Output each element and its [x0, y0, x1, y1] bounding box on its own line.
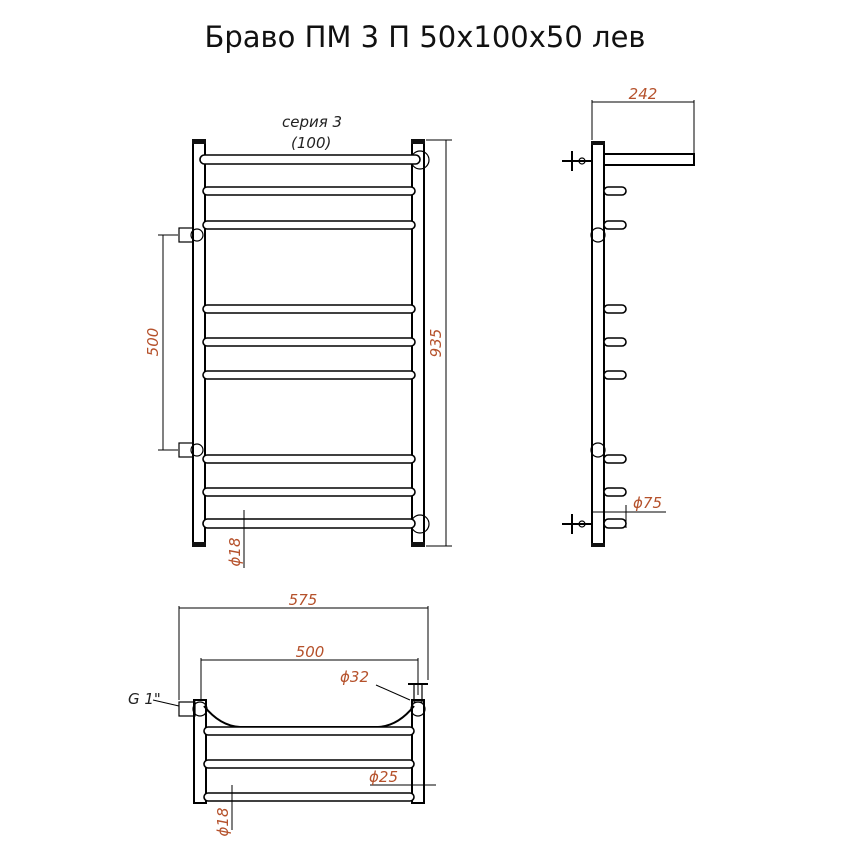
bar [202, 454, 416, 464]
side-post-cap-bottom [591, 543, 605, 547]
top-left-connector [178, 701, 196, 717]
connector-upper-ring [190, 228, 204, 242]
dim-phi18-front-label: ϕ18 [226, 538, 244, 567]
dim-post-diameter: ϕ32 [340, 668, 411, 701]
connector-lower [178, 442, 194, 458]
top-right-connector-ring [410, 701, 426, 717]
dim-overall-width: 575 [178, 591, 429, 700]
side-valve-top [562, 151, 592, 171]
series-label: серия 3 [282, 113, 342, 131]
left-post-cap-top [192, 139, 206, 144]
bar [202, 370, 416, 380]
dim-bar-diameter-front: ϕ18 [226, 510, 245, 568]
dim-phi32-label: ϕ32 [340, 668, 369, 686]
right-post-cap-top [411, 139, 425, 144]
thread-label: G 1" [128, 690, 161, 708]
page-title: Браво ПМ 3 П 50х100х50 лев [204, 20, 646, 54]
bar [202, 487, 416, 497]
left-post-cap-bottom [192, 542, 206, 547]
bar [202, 186, 416, 196]
side-connector-lower [590, 442, 606, 458]
dim-242-label: 242 [629, 85, 658, 103]
dim-575-label: 575 [289, 591, 318, 609]
front-view: серия 3 (100) 500 935 ϕ18 [144, 113, 452, 568]
bar [202, 337, 416, 347]
dim-phi18-top-label: ϕ18 [214, 808, 232, 837]
top-bar [203, 726, 415, 736]
dim-height: 935 [426, 139, 452, 547]
top-left-post [193, 699, 207, 804]
side-bar-stubs [603, 186, 627, 529]
bar-bottom-rail [202, 518, 416, 529]
top-right-post [411, 699, 425, 804]
dim-pipe-diameter: ϕ25 [369, 768, 436, 786]
dim-phi75-label: ϕ75 [633, 494, 662, 512]
dim-935-label: 935 [427, 329, 445, 358]
series-value: (100) [291, 134, 331, 152]
bar-top-rail [199, 154, 421, 165]
horizontal-bars [199, 154, 421, 529]
top-view: 575 500 G 1" ϕ32 [128, 591, 436, 836]
side-valve-bottom [562, 514, 592, 534]
connector-lower-ring [190, 443, 204, 457]
dim-connection-width: 500 [200, 643, 419, 700]
bar [202, 220, 416, 230]
right-post-cap-bottom [411, 542, 425, 547]
top-frame-curve [203, 705, 415, 728]
dim-500-label: 500 [144, 328, 162, 357]
side-view: 242 ϕ75 [562, 85, 695, 547]
connector-upper [178, 227, 194, 243]
dim-bar-diameter-top: ϕ18 [214, 785, 233, 837]
bar [202, 304, 416, 314]
top-bar [203, 759, 415, 769]
side-post [591, 141, 605, 547]
dim-phi25-label: ϕ25 [369, 768, 398, 786]
side-connector-upper [590, 227, 606, 243]
dim-connection-spacing: 500 [144, 234, 178, 451]
dim-outlet-diameter: ϕ75 [592, 494, 666, 528]
top-left-connector-ring [192, 701, 208, 717]
dim-500-top-label: 500 [296, 643, 325, 661]
dim-depth: 242 [591, 85, 695, 154]
side-top-shelf [603, 153, 695, 166]
top-bar [203, 792, 415, 802]
left-connectors [178, 227, 204, 458]
side-post-cap-top [591, 141, 605, 145]
